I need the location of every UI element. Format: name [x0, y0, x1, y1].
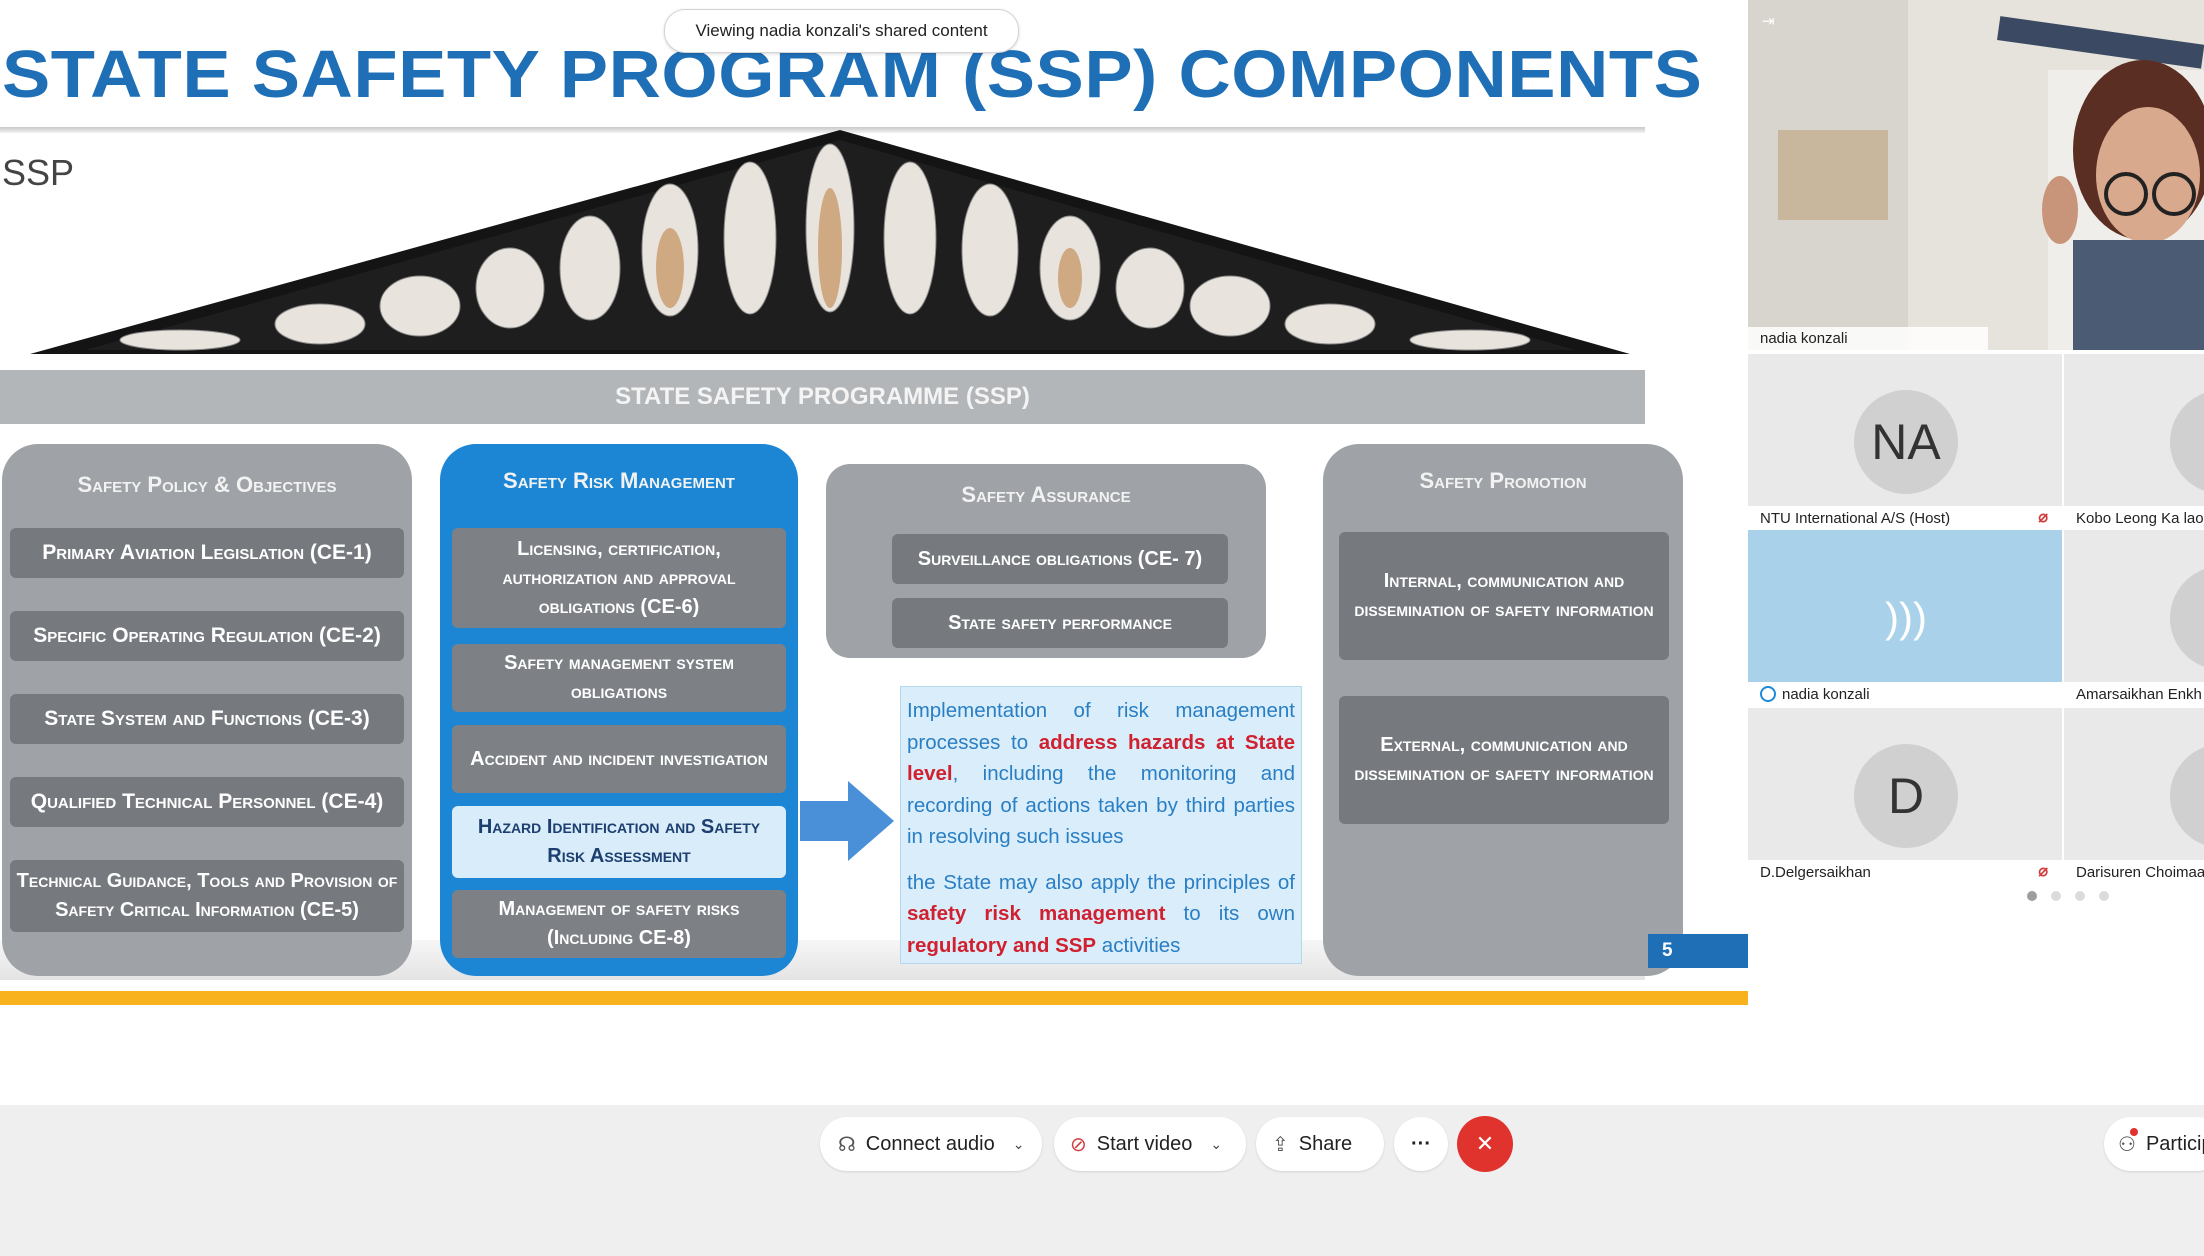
active-speaker-video[interactable]: ⇥ nadia konzali: [1748, 0, 2204, 350]
pediment-image: [30, 130, 1630, 354]
page-dot[interactable]: [2099, 891, 2109, 901]
mic-off-icon: ⌀: [2038, 509, 2048, 526]
assurance-item: Surveillance obligations (CE- 7): [892, 534, 1228, 584]
pillar-safety-risk-management: Safety Risk Management Licensing, certif…: [440, 444, 798, 976]
share-button[interactable]: ⇪ Share: [1256, 1117, 1384, 1171]
slide-footer-bar: [0, 991, 1748, 1005]
more-options-button[interactable]: ···: [1394, 1117, 1448, 1171]
avatar: K: [2170, 390, 2204, 494]
policy-item: State System and Functions (CE-3): [10, 694, 404, 744]
speaker-name: nadia konzali: [1748, 327, 1988, 350]
speaker-video-frame: [1748, 0, 2204, 350]
page-dot[interactable]: [2051, 891, 2061, 901]
assurance-item: State safety performance: [892, 598, 1228, 648]
mic-off-icon: ⌀: [2038, 863, 2048, 880]
chevron-down-icon[interactable]: ⌄: [1210, 1135, 1223, 1152]
participant-tile-speaking[interactable]: ))) nadia konzali: [1748, 530, 2062, 706]
srm-item: Accident and incident investigation: [452, 725, 786, 793]
policy-item: Qualified Technical Personnel (CE-4): [10, 777, 404, 827]
participant-tile[interactable]: A Amarsaikhan Enkh: [2064, 530, 2204, 706]
title-divider: [0, 127, 1645, 133]
avatar: NA: [1854, 390, 1958, 494]
pillar-safety-promotion: Safety Promotion Internal, communication…: [1323, 444, 1683, 976]
connect-audio-button[interactable]: ☊ Connect audio ⌄: [820, 1117, 1042, 1171]
participant-tile[interactable]: NA NTU International A/S (Host) ⌀: [1748, 354, 2062, 530]
participant-gallery: ⇥ nadia konzali NA NTU International A/S…: [1748, 0, 2204, 1105]
participants-button[interactable]: ⚇ Particip: [2104, 1117, 2204, 1171]
collapse-icon[interactable]: ⇥: [1762, 13, 1775, 30]
close-icon: ✕: [1475, 1131, 1495, 1156]
risk-management-note: Implementation of risk management proces…: [900, 686, 1302, 964]
participant-name: Kobo Leong Ka lao: [2064, 506, 2204, 530]
participant-tile[interactable]: D Darisuren Choimaa: [2064, 708, 2204, 884]
srm-item-highlight: Hazard Identification and Safety Risk As…: [452, 806, 786, 878]
srm-item: Safety management system obligations: [452, 644, 786, 712]
srm-item: Management of safety risks (Including CE…: [452, 890, 786, 958]
headset-icon: ☊: [838, 1133, 856, 1156]
pillar-title: Safety Promotion: [1419, 468, 1587, 493]
participant-tile[interactable]: K Kobo Leong Ka lao: [2064, 354, 2204, 530]
participant-tile[interactable]: D D.Delgersaikhan ⌀: [1748, 708, 2062, 884]
avatar: D: [1854, 744, 1958, 848]
arrow-right-icon: [800, 781, 894, 861]
chevron-down-icon[interactable]: ⌄: [1012, 1135, 1025, 1152]
person-icon: ⚇: [2118, 1127, 2138, 1157]
policy-item: Specific Operating Regulation (CE-2): [10, 611, 404, 661]
share-icon: ⇪: [1272, 1133, 1289, 1156]
connect-audio-label: Connect audio: [865, 1132, 995, 1155]
participant-name: NTU International A/S (Host): [1748, 506, 2062, 530]
viewing-banner: Viewing nadia konzali's shared content: [664, 9, 1019, 53]
policy-item: Primary Aviation Legislation (CE-1): [10, 528, 404, 578]
shared-content-view: Viewing nadia konzali's shared content S…: [0, 9, 1748, 1005]
avatar: A: [2170, 566, 2204, 670]
participant-name-text: nadia konzali: [1782, 685, 1870, 703]
participant-name: nadia konzali: [1748, 682, 2062, 706]
status-icon: [1760, 686, 1776, 702]
participants-label: Particip: [2145, 1132, 2204, 1155]
participant-name: Amarsaikhan Enkh: [2064, 682, 2204, 706]
promotion-item: Internal, communication and disseminatio…: [1339, 532, 1669, 660]
start-video-button[interactable]: ⊘ Start video ⌄: [1054, 1117, 1246, 1171]
avatar: D: [2170, 744, 2204, 848]
speaking-icon: ))): [1885, 594, 1927, 641]
slide-page-number: 5: [1648, 934, 1748, 968]
video-off-icon: ⊘: [1070, 1133, 1087, 1156]
pillar-title: Safety Assurance: [961, 482, 1131, 507]
pillar-safety-assurance: Safety Assurance Surveillance obligation…: [826, 464, 1266, 658]
page-dot[interactable]: [2027, 891, 2037, 901]
page-dot[interactable]: [2075, 891, 2085, 901]
gallery-pagination: [2027, 891, 2109, 901]
participant-name: Darisuren Choimaa: [2064, 860, 2204, 884]
note-paragraph-1: Implementation of risk management proces…: [907, 699, 1295, 848]
slide-subtitle: SSP: [2, 152, 75, 193]
ssp-band: STATE SAFETY PROGRAMME (SSP): [0, 370, 1645, 424]
pillar-safety-policy: Safety Policy & Objectives Primary Aviat…: [2, 444, 412, 976]
meeting-toolbar: ☊ Connect audio ⌄ ⊘ Start video ⌄ ⇪ Shar…: [0, 1105, 2204, 1256]
notification-dot: [2129, 1127, 2138, 1136]
policy-item: Technical Guidance, Tools and Provision …: [10, 860, 404, 932]
start-video-label: Start video: [1096, 1132, 1193, 1155]
promotion-item: External, communication and disseminatio…: [1339, 696, 1669, 824]
end-meeting-button[interactable]: ✕: [1457, 1116, 1513, 1172]
share-label: Share: [1298, 1132, 1353, 1155]
participant-name: D.Delgersaikhan: [1748, 860, 2062, 884]
note-paragraph-2: the State may also apply the principles …: [907, 870, 1296, 957]
srm-item: Licensing, certification, authorization …: [452, 528, 786, 628]
pillar-title: Safety Policy & Objectives: [77, 472, 337, 497]
pillar-title: Safety Risk Management: [503, 468, 735, 493]
